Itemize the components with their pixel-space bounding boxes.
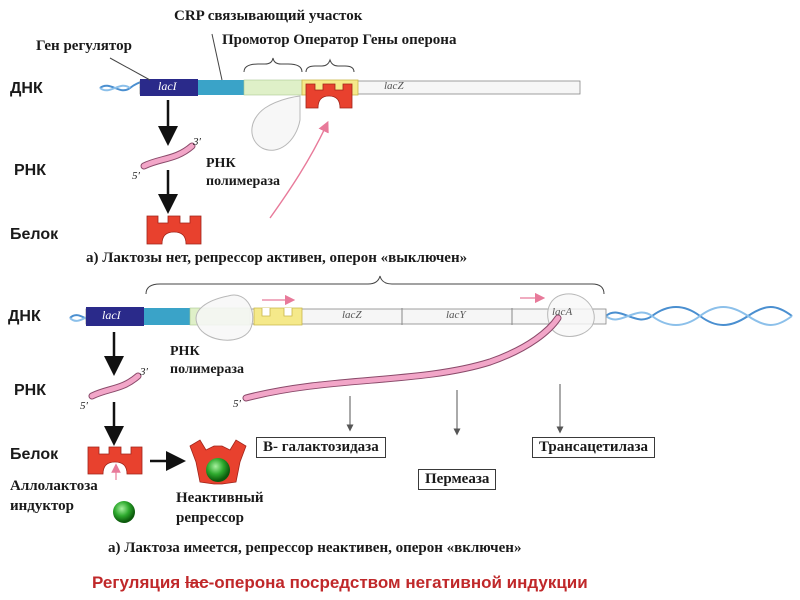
- regulator-gene-label: Ген регулятор: [36, 38, 132, 54]
- footer-title-lac: lac: [184, 573, 209, 592]
- lacz-label-bottom: lacZ: [342, 309, 362, 321]
- footer-title-before: Регуляция: [92, 573, 185, 592]
- crp-site-top: [198, 80, 244, 95]
- rna-polymerase-label-bottom-2: полимераза: [170, 362, 244, 377]
- rna-polymerase-label-bottom-1: РНК: [170, 344, 200, 359]
- prime5-bottom: 5′: [80, 400, 88, 412]
- dna-label-top: ДНК: [10, 80, 43, 97]
- footer-title-after: -оперона посредством негативной индукции: [208, 573, 588, 592]
- repressor-bound-top: [305, 83, 353, 109]
- laca-label-bottom: lacA: [552, 306, 573, 318]
- laci-gene-bottom: [86, 307, 144, 326]
- protein-label-top: Белок: [10, 226, 59, 243]
- permease-box: Пермеаза: [418, 469, 497, 490]
- protein-label-bottom: Белок: [10, 446, 59, 463]
- allolactose-label-1: Аллолактоза: [10, 478, 98, 494]
- bound-inducer: [206, 458, 230, 482]
- promoter-bracket: [243, 57, 303, 73]
- operon-bracket: [145, 275, 605, 295]
- laci-label-top: lacI: [158, 79, 177, 93]
- inactive-repressor-label-2: репрессор: [176, 510, 244, 526]
- galactosidase-box: В- галактозидаза: [256, 437, 386, 458]
- operator-bottom: [253, 307, 303, 326]
- rna-polymerase-label-top-2: полимераза: [206, 174, 280, 189]
- repressor-protein-top: [146, 215, 202, 245]
- lacy-label-bottom: lacY: [446, 309, 466, 321]
- lacz-label-top: lacZ: [384, 80, 404, 92]
- rna-label-bottom: РНК: [14, 382, 46, 399]
- caption-bottom: а) Лактоза имеется, репрессор неактивен,…: [108, 540, 522, 556]
- transacetylase-box: Трансацетилаза: [532, 437, 656, 458]
- inactive-repressor-label-1: Неактивный: [176, 490, 264, 506]
- repressor-protein-bottom: [87, 446, 143, 475]
- footer-title: Регуляция lac-оперона посредством негати…: [92, 573, 588, 593]
- prime5-top: 5′: [132, 170, 140, 182]
- crp-site-label: CRP связывающий участок: [174, 8, 363, 24]
- regulator-pointer: [109, 57, 151, 81]
- operator-bracket: [305, 58, 355, 73]
- allolactose-inducer: [113, 501, 135, 523]
- caption-top: а) Лактозы нет, репрессор активен, оперо…: [86, 250, 468, 266]
- rna-polymerase-label-top-1: РНК: [206, 156, 236, 171]
- promoter-operator-genes-label: Промотор Оператор Гены оперона: [222, 32, 457, 48]
- promoter-top: [243, 79, 303, 96]
- prime3-top: 3′: [193, 136, 201, 148]
- prime5-mrna-bottom: 5′: [233, 398, 241, 410]
- rna-polymerase-bottom-right: [547, 293, 595, 337]
- laci-label-bottom: lacI: [102, 308, 121, 322]
- inhibition-arrow-top: [269, 120, 329, 219]
- dna-helix-left-top: [99, 81, 146, 92]
- crp-site-bottom: [144, 308, 190, 325]
- laci-gene-top: [140, 79, 198, 96]
- allolactose-label-2: индуктор: [10, 498, 75, 514]
- mrna-polycistronic: [242, 314, 562, 402]
- rna-polymerase-bottom-left: [195, 294, 254, 341]
- rna-label-top: РНК: [14, 162, 46, 179]
- dna-helix-right-bottom: [605, 306, 793, 326]
- dna-label-bottom: ДНК: [8, 308, 41, 325]
- crp-pointer: [211, 33, 223, 81]
- prime3-bottom: 3′: [140, 366, 148, 378]
- rna-polymerase-top: [251, 95, 301, 151]
